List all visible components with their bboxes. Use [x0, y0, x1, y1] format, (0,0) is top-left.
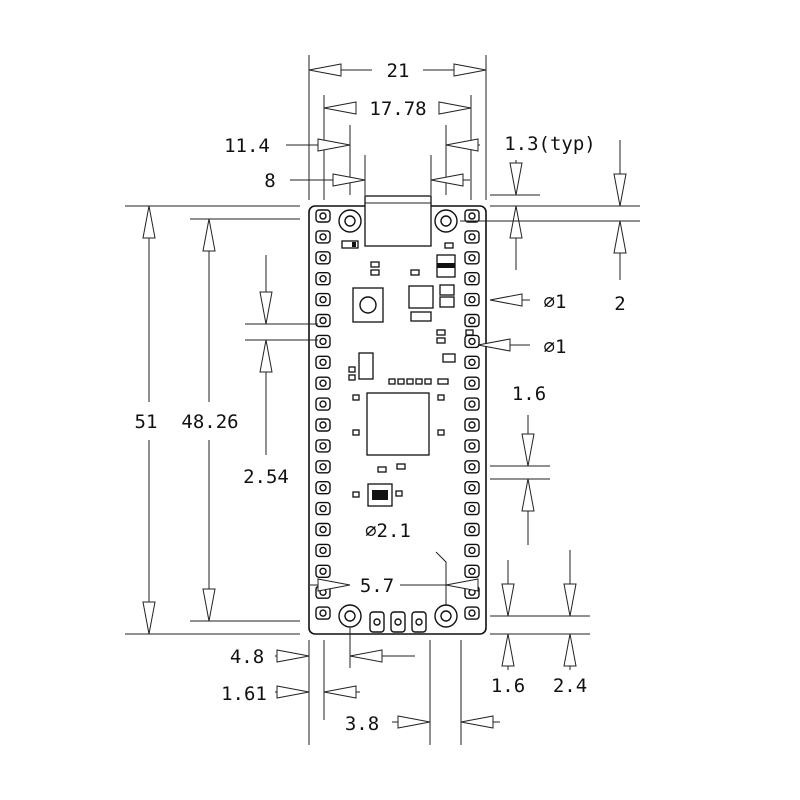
dim-overall-length: 51 [135, 411, 158, 433]
dim-pad-gap: 1.6 [512, 383, 546, 405]
header-pads-left [315, 209, 331, 620]
dim-header-length: 48.26 [181, 411, 238, 433]
dimension-lines [125, 55, 640, 745]
dim-castellation-hole-a: ∅1 [544, 291, 567, 313]
header-pad-hole [319, 442, 327, 450]
header-pad-hole [319, 504, 327, 513]
header-pad-hole [468, 442, 476, 450]
dim-usb-outer: 11.4 [224, 135, 270, 157]
header-pad-hole [468, 567, 476, 575]
header-pad-hole [319, 275, 327, 283]
dim-bottom-left-a: 4.8 [230, 646, 264, 668]
header-pad-hole [319, 609, 327, 617]
header-pad-hole [319, 212, 327, 220]
header-pad-hole [468, 358, 476, 366]
dim-top-hole-offset: 2 [614, 293, 625, 315]
header-pad-hole [468, 337, 476, 346]
header-pad-hole [468, 295, 476, 304]
header-pads-right [464, 209, 480, 620]
usb-connector [364, 195, 432, 247]
dim-pin-pitch: 2.54 [243, 466, 289, 488]
header-pad-hole [319, 379, 327, 387]
header-pad-hole [468, 316, 476, 325]
dim-bottom-left-b: 1.61 [221, 683, 267, 705]
dim-bottom-hole-offset: 2.4 [553, 675, 587, 697]
board [308, 195, 487, 635]
header-pad-hole [319, 567, 327, 575]
dim-edge-offset-typ: 1.3(typ) [504, 133, 596, 155]
dim-mount-spacing: 5.7 [360, 575, 394, 597]
header-pad-hole [319, 337, 327, 346]
header-pad-hole [319, 525, 327, 534]
dim-bottom-center: 3.8 [345, 713, 379, 735]
header-pad-hole [319, 463, 327, 471]
header-pad-hole [468, 212, 476, 220]
header-pad-hole [468, 504, 476, 513]
header-pad-hole [468, 525, 476, 534]
header-pad-hole [319, 400, 327, 408]
header-pad-hole [468, 400, 476, 408]
header-pad-hole [319, 254, 327, 262]
header-pad-hole [468, 275, 476, 283]
header-pad-hole [468, 609, 476, 617]
header-pad-hole [319, 546, 327, 555]
header-pad-hole [319, 295, 327, 304]
dim-mount-hole: ∅2.1 [365, 520, 411, 542]
dim-castellation-hole-b: ∅1 [544, 336, 567, 358]
dim-header-span: 17.78 [369, 98, 426, 120]
header-pad-hole [468, 484, 476, 492]
header-pad-hole [468, 379, 476, 387]
header-pad-hole [468, 421, 476, 429]
header-pad-hole [468, 463, 476, 471]
header-pad-hole [468, 546, 476, 555]
header-pad-hole [319, 421, 327, 429]
header-pad-hole [319, 358, 327, 366]
rp2040-chip [366, 392, 430, 456]
header-pad-hole [468, 233, 476, 241]
header-pad-hole [319, 233, 327, 241]
dim-bottom-pad-gap: 1.6 [491, 675, 525, 697]
dimension-labels: 21 17.78 11.4 8 1.3(typ) 2 ∅1 ∅1 51 48.2… [135, 60, 626, 735]
header-pad-hole [468, 254, 476, 262]
dim-overall-width: 21 [387, 60, 410, 82]
dim-usb-inner: 8 [264, 170, 275, 192]
header-pad-hole [319, 484, 327, 492]
header-pad-hole [319, 316, 327, 325]
